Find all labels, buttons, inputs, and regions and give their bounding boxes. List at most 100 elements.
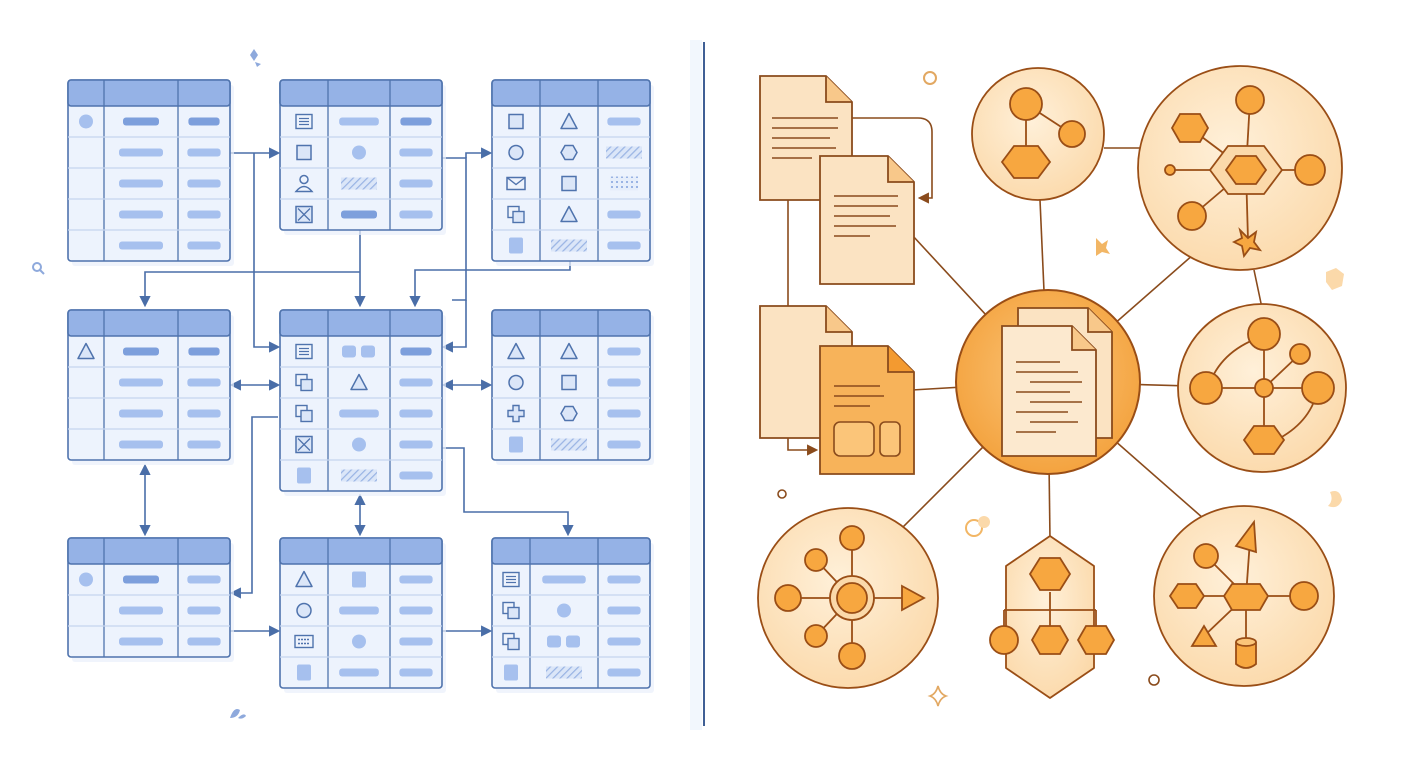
cell-chip [399,606,433,615]
cell-chip [607,440,641,449]
x-box-icon [295,205,313,224]
table-header [279,309,443,337]
cell-dot [352,437,366,452]
cell-chip-dark [400,347,432,356]
cell-chip [607,575,641,584]
table-row [509,237,641,254]
triangle-icon [560,342,578,360]
cluster-bottom-right [1153,505,1335,687]
plus-icon [507,404,525,423]
relational-tables [67,79,654,693]
copy-icon [502,632,520,651]
cell-hatch [341,469,377,482]
cell-dot [79,572,93,587]
cell-chip [187,179,221,188]
divider-glow [690,40,702,730]
table-row [119,241,221,250]
cell-block [352,571,366,588]
cell-chip-dark [188,117,220,126]
circle-icon [296,602,312,619]
table-row [296,602,433,619]
table-row [295,404,433,423]
cell-chip [119,637,163,646]
table-t3 [491,79,654,266]
cell-block [297,467,311,484]
table-t4 [67,309,234,465]
table-t8 [279,537,446,693]
cell-chip [187,210,221,219]
cell-chip [119,440,163,449]
cell-block [509,436,523,453]
document-2 [819,155,915,285]
cell-chip [607,606,641,615]
hexagon-icon [560,144,578,161]
cell-hatch [341,177,377,190]
cell-chip [607,409,641,418]
cell-chip [119,179,163,188]
table-row [508,112,641,130]
cell-chip-dark [123,575,159,584]
cell-chip [399,637,433,646]
table-header [279,537,443,565]
cluster-bottom-hexagon [989,535,1116,699]
cell-chip [339,117,379,126]
cell-chip [607,668,641,677]
square-icon [296,144,312,161]
cluster-top-left [971,67,1105,201]
table-row [295,205,433,224]
table-row [119,637,221,646]
table-header [67,537,231,565]
circle-icon [508,144,524,161]
cell-chip [187,575,221,584]
mail-icon [506,176,526,191]
table-row [119,148,221,157]
square-icon [508,113,524,130]
cell-chip [187,606,221,615]
triangle-icon [507,342,525,360]
cell-chip [119,606,163,615]
table-row [295,373,433,392]
document-4 [819,345,915,475]
cluster-bottom-left [757,507,939,689]
table-row [77,342,220,360]
table-header [491,79,651,107]
cell-block [509,237,523,254]
cell-chip-dark [400,117,432,126]
cell-chip [187,409,221,418]
table-row [507,342,641,360]
cell-block [297,664,311,681]
cell-hatch [551,239,587,252]
cell-two-chips [547,635,580,648]
copy-icon [502,601,520,620]
table-t9 [491,537,654,693]
table-header [67,79,231,107]
table-header [491,537,651,565]
cell-chip [187,637,221,646]
x-box-icon [295,435,313,454]
cell-block [504,664,518,681]
cell-chip [119,241,163,250]
table-row [295,343,432,360]
table-row [508,144,642,161]
cell-chip [119,378,163,387]
table-row [502,571,641,588]
table-row [119,210,221,219]
cell-hatch [551,438,587,451]
cell-chip [187,241,221,250]
cell-chip [339,409,379,418]
table-row [295,435,433,454]
cell-chip [607,241,641,250]
table-t1 [67,79,234,266]
cell-chip [399,179,433,188]
cell-chip [339,668,379,677]
cell-dot [352,634,366,649]
cell-chip [119,409,163,418]
table-row [119,606,221,615]
cell-chip [119,148,163,157]
table-row [79,114,220,129]
table-header [67,309,231,337]
cell-chip [399,210,433,219]
table-row [294,174,433,193]
square-icon [561,374,577,391]
cell-chip [399,409,433,418]
